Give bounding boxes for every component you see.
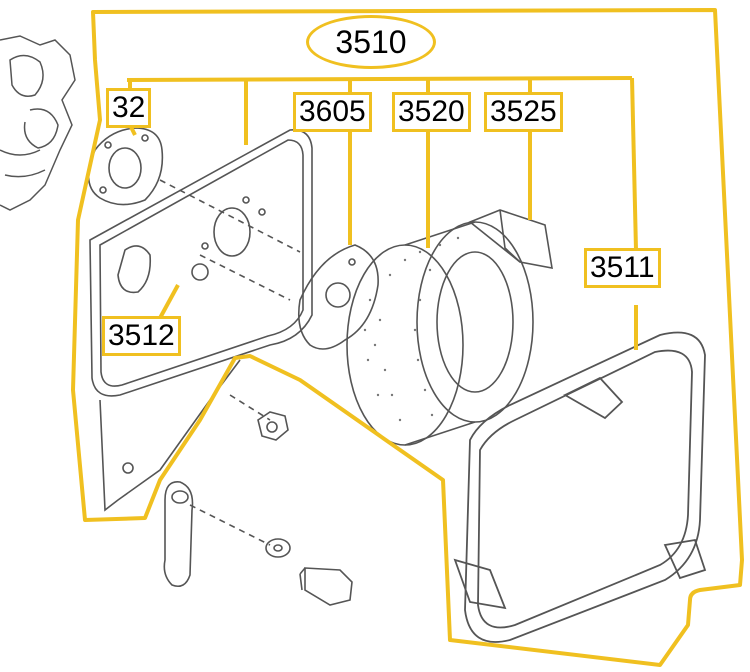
hardware-drawing xyxy=(163,394,353,606)
callout-3512: 3512 xyxy=(102,316,181,356)
callout-3511: 3511 xyxy=(584,248,661,288)
callout-3605: 3605 xyxy=(293,92,372,132)
foam-texture xyxy=(363,236,460,422)
callout-3525: 3525 xyxy=(484,92,563,132)
callout-lines xyxy=(71,8,744,667)
callout-32: 32 xyxy=(106,88,152,128)
cover-drawing xyxy=(453,331,707,643)
carburetor-drawing xyxy=(0,35,76,211)
callout-3520: 3520 xyxy=(392,92,471,132)
bracket-drawing xyxy=(297,244,379,350)
pre-cleaner-drawing xyxy=(468,209,553,269)
group-label-3510: 3510 xyxy=(306,15,436,69)
gasket-drawing xyxy=(87,127,164,206)
foam-filter-drawing xyxy=(346,221,534,446)
